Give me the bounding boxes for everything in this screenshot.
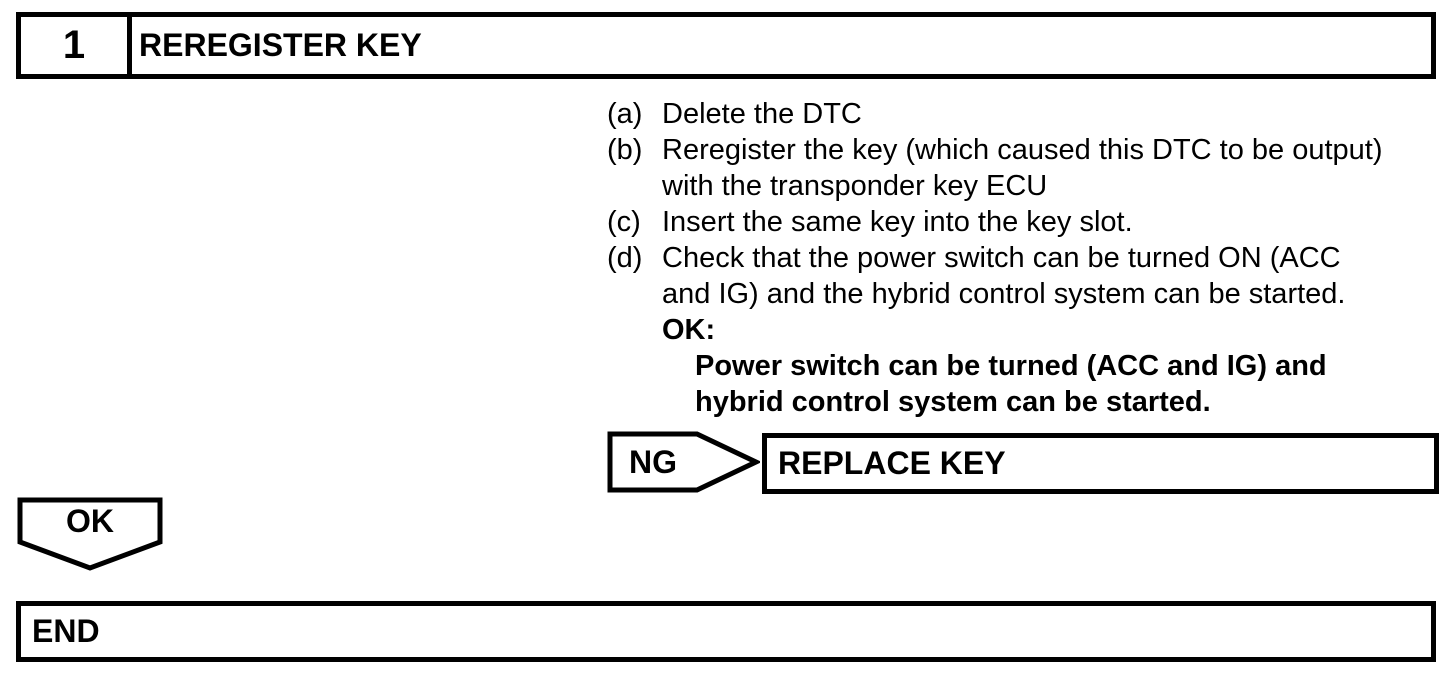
step-title-cell: REREGISTER KEY [139,27,422,63]
step-label: (c) [607,206,641,238]
ng-connector-label: NG [629,444,677,480]
ok-connector-label: OK [66,503,114,539]
step-line: with the transponder key ECU [662,170,1048,202]
ok-connector-shape [17,497,163,571]
ng-connector-shape [607,431,760,493]
step-line: Delete the DTC [662,98,862,130]
ng-action-box: REPLACE KEY [762,433,1439,494]
step-label: (a) [607,98,643,130]
ok-criteria-line: Power switch can be turned (ACC and IG) … [695,350,1327,382]
step-label: (b) [607,134,643,166]
step-line: Insert the same key into the key slot. [662,206,1133,238]
end-label: END [32,613,100,649]
end-box: END [16,601,1436,662]
ng-action-label: REPLACE KEY [778,445,1006,481]
step-line: and IG) and the hybrid control system ca… [662,278,1346,310]
step-header-row: 1 REREGISTER KEY [16,12,1436,79]
step-number-cell: 1 [21,17,132,74]
step-label: (d) [607,242,643,274]
step-line: Reregister the key (which caused this DT… [662,134,1383,166]
step-line: Check that the power switch can be turne… [662,242,1341,274]
procedure-steps: (a) Delete the DTC (b) Reregister the ke… [607,96,1447,436]
ok-criteria-label: OK: [662,314,716,346]
ok-criteria-line: hybrid control system can be started. [695,386,1211,418]
ok-connector: OK [17,497,163,571]
ng-connector: NG [607,431,760,493]
